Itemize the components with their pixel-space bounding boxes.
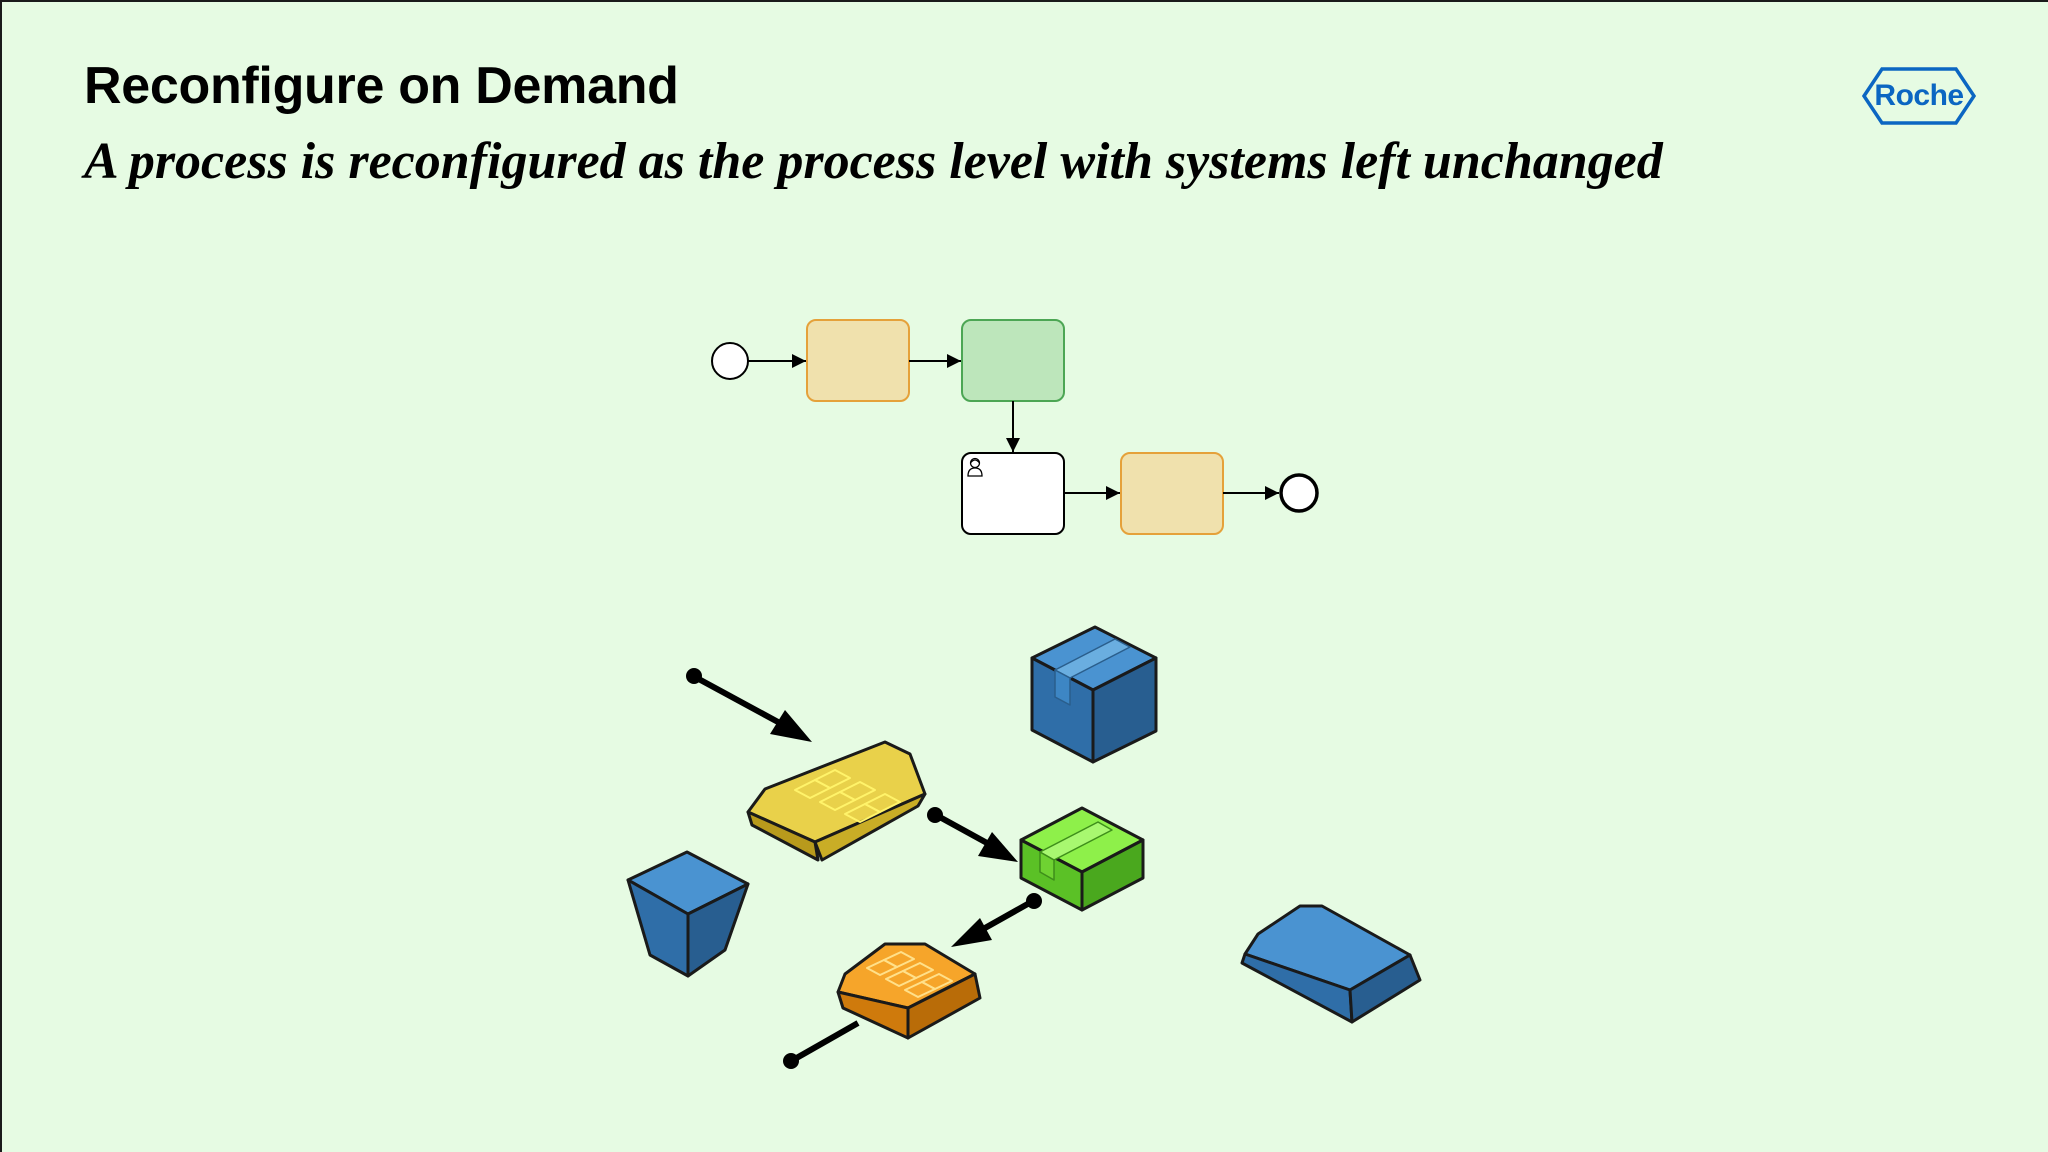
logo-hexagon-icon	[1861, 67, 1977, 125]
yellow-slab[interactable]	[746, 740, 927, 862]
roche-logo: Roche	[1861, 66, 1977, 126]
slide-title: Reconfigure on Demand	[84, 57, 679, 115]
grid-icon	[794, 769, 901, 823]
system-diagram	[626, 625, 1422, 1069]
connector-yellow-green	[927, 807, 1018, 862]
user-icon	[967, 457, 983, 477]
blue-flat-slab[interactable]	[1240, 904, 1422, 1024]
connector-green-orange	[951, 893, 1042, 947]
end-event[interactable]	[1279, 473, 1319, 513]
task-3[interactable]	[1120, 452, 1224, 535]
task-1[interactable]	[806, 319, 910, 402]
task-2[interactable]	[961, 319, 1065, 402]
green-cube[interactable]	[1019, 806, 1145, 912]
grid-icon	[866, 951, 953, 998]
process-diagram	[711, 319, 1319, 535]
slide-subtitle: A process is reconfigured as the process…	[84, 133, 1663, 190]
connector-out	[783, 1020, 860, 1069]
logo-text: Roche	[1874, 79, 1964, 112]
connector-in	[686, 668, 812, 742]
blue-cube[interactable]	[1030, 625, 1158, 764]
blue-funnel[interactable]	[626, 850, 750, 978]
start-event[interactable]	[711, 342, 749, 380]
orange-slab[interactable]	[836, 942, 982, 1040]
